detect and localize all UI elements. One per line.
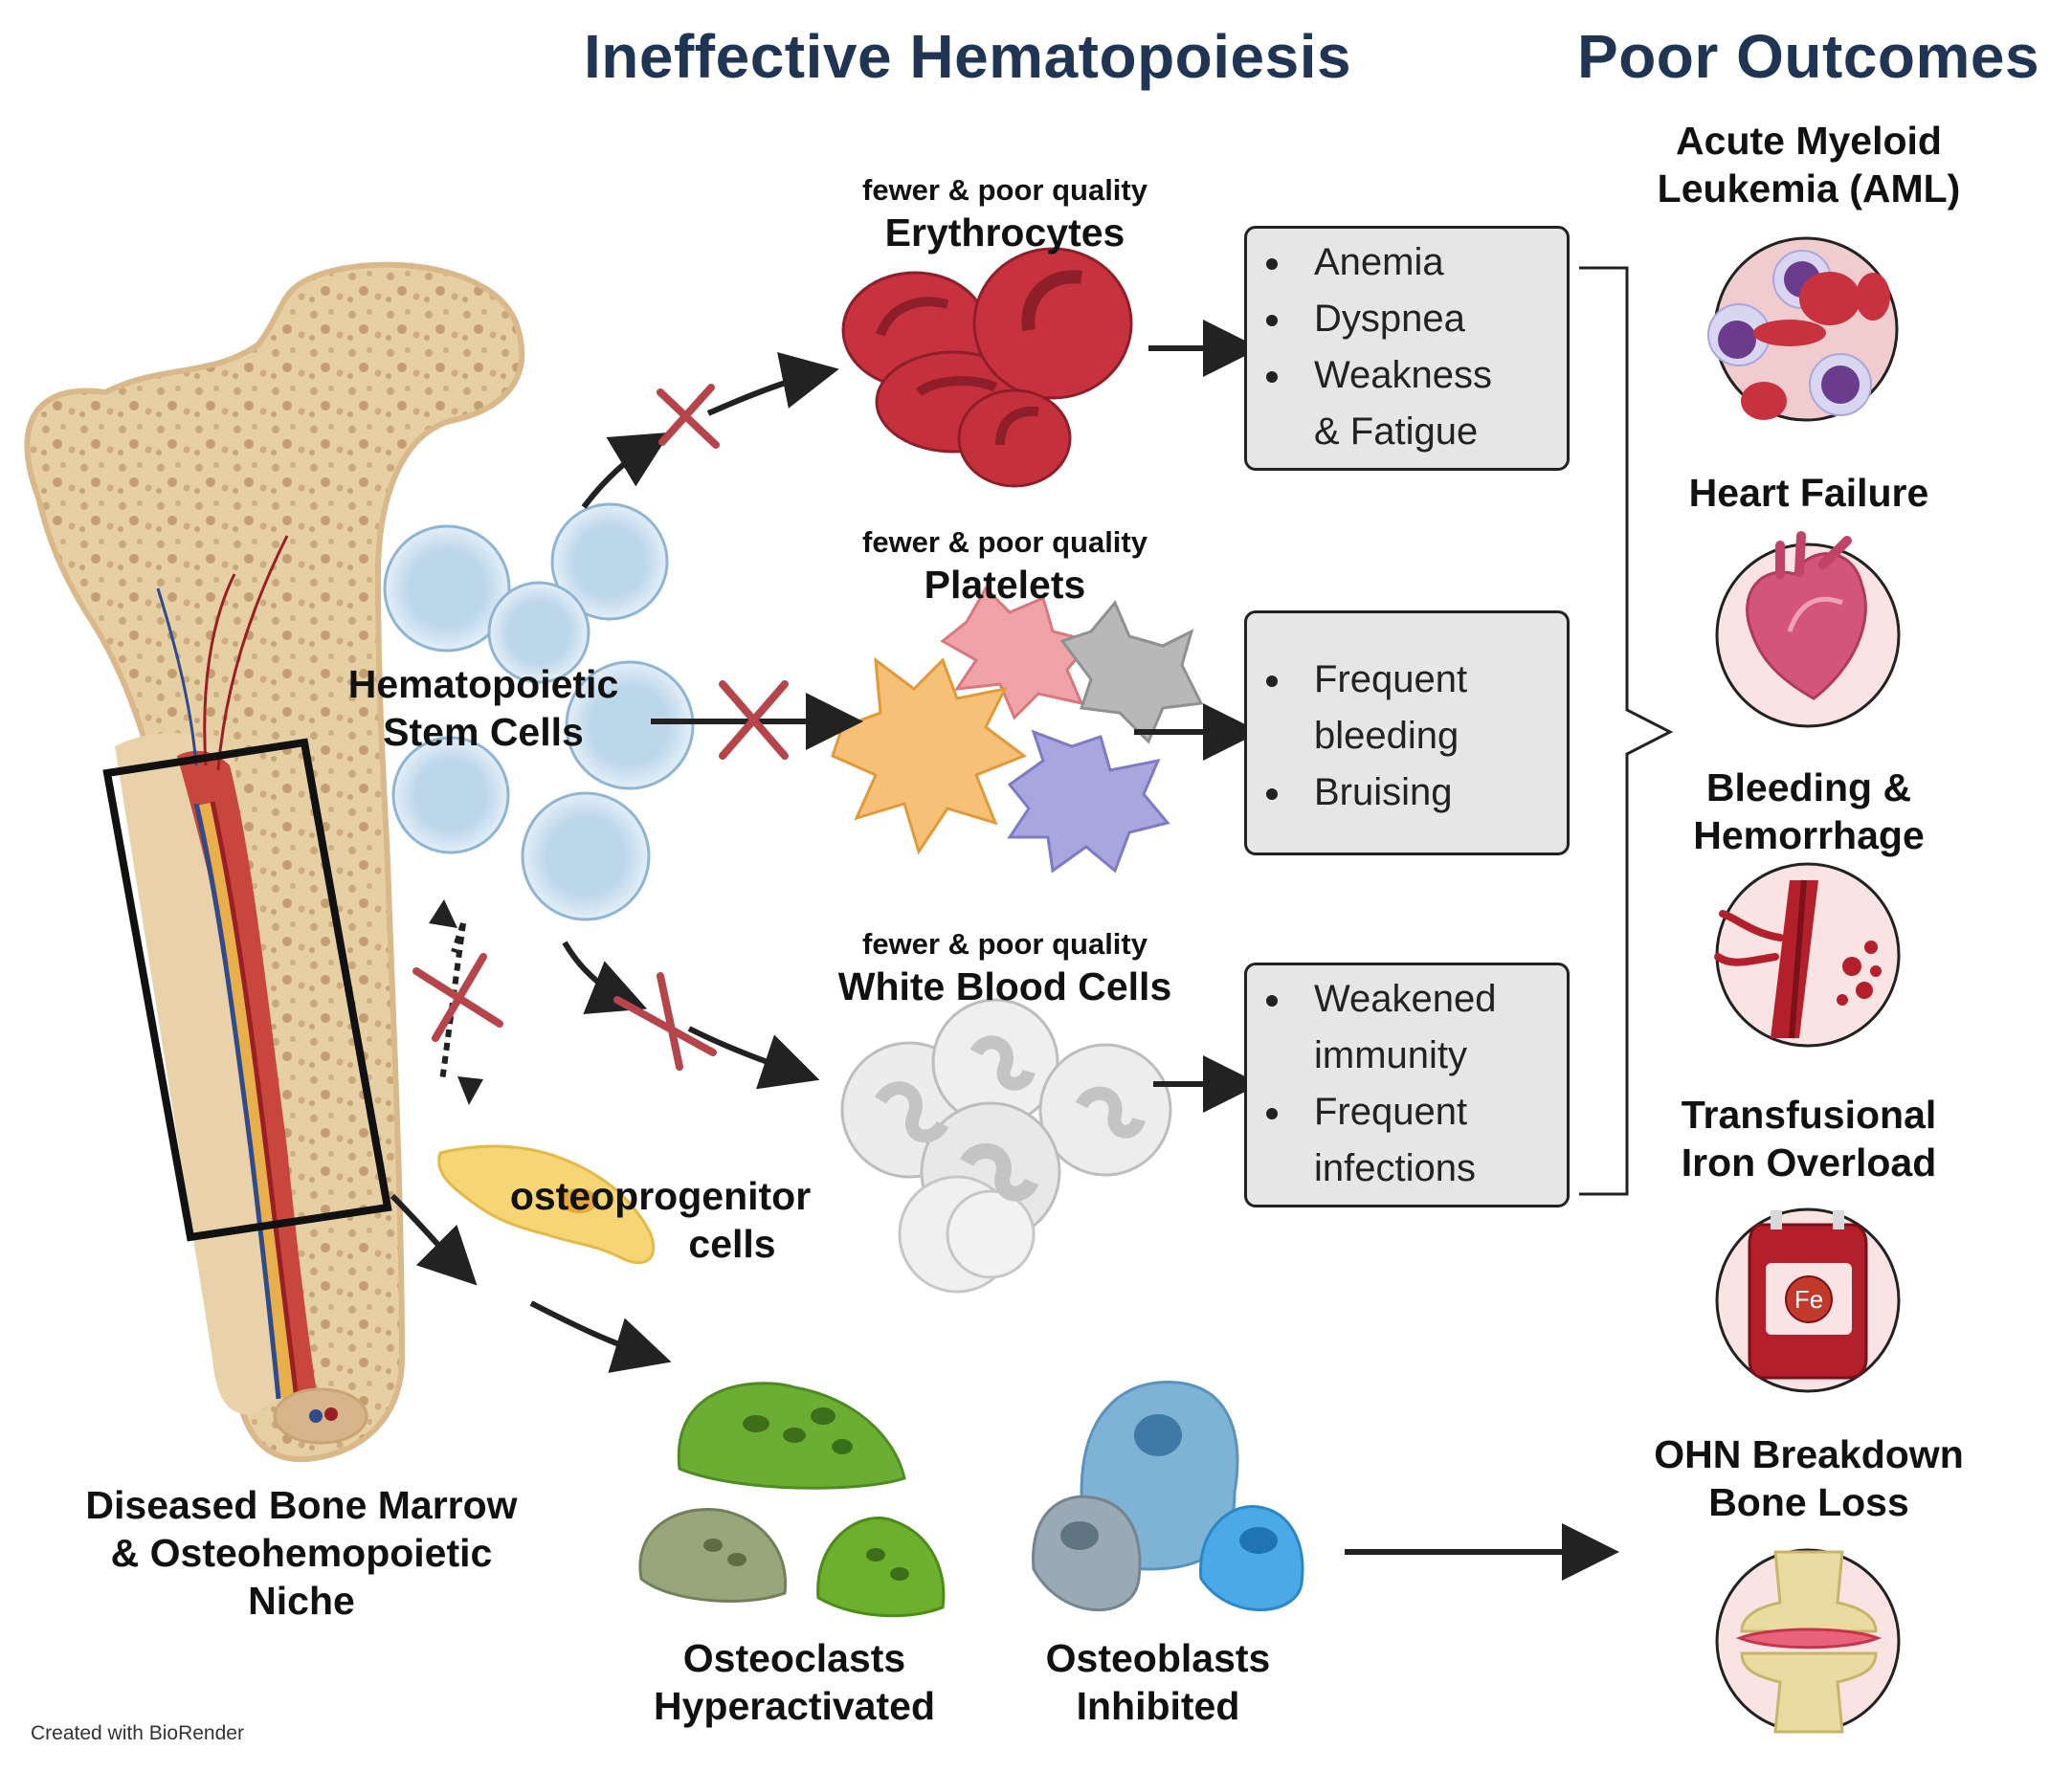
header-ineffective-hematopoiesis: Ineffective Hematopoiesis	[584, 22, 1352, 91]
bone-marrow-label: Diseased Bone Marrow & Osteohemopoietic …	[57, 1481, 546, 1625]
outcome-aml-line2: Leukemia (AML)	[1657, 166, 1961, 211]
outcome-bleeding-line2: Hemorrhage	[1693, 813, 1925, 858]
osteoprogenitor-line2: cells	[688, 1222, 776, 1267]
osteoclasts-line2: Hyperactivated	[654, 1684, 935, 1729]
symptom-dyspnea: Dyspnea	[1295, 291, 1567, 347]
erythrocytes-icon	[841, 247, 1133, 488]
credit-text: Created with BioRender	[31, 1722, 244, 1744]
platelets-name: Platelets	[924, 562, 1086, 607]
outcome-bone-loss-label: OHN Breakdown Bone Loss	[1617, 1430, 2000, 1526]
dotted-arrow-head-up	[429, 899, 457, 928]
outcome-iron-line2: Iron Overload	[1681, 1141, 1937, 1185]
osteoblasts-line2: Inhibited	[1076, 1684, 1240, 1729]
wbc-qualifier: fewer & poor quality	[862, 927, 1147, 961]
osteoprogenitor-icon	[437, 1144, 656, 1265]
outcome-aml-label: Acute Myeloid Leukemia (AML)	[1617, 117, 2000, 212]
dotted-arrow-head-down	[457, 1076, 483, 1105]
osteoprogenitor-label: osteoprogenitor cells	[498, 1172, 823, 1268]
wbc-label: fewer & poor quality White Blood Cells	[785, 926, 1225, 1010]
header-poor-outcomes: Poor Outcomes	[1577, 22, 2040, 91]
symptom-bruising: Bruising	[1295, 764, 1567, 821]
osteoclasts-line1: Osteoclasts	[682, 1636, 906, 1680]
white-blood-cells-icon	[840, 998, 1172, 1294]
bidirectional-dotted-arrow	[439, 922, 466, 1082]
blood-bag-icon	[1715, 1207, 1901, 1393]
osteoblasts-line1: Osteoblasts	[1045, 1636, 1271, 1680]
blood-smear-icon	[1707, 236, 1899, 422]
erythrocytes-qualifier: fewer & poor quality	[862, 173, 1147, 207]
outcome-iron-line1: Transfusional	[1681, 1093, 1937, 1137]
bone-marrow-line1: Diseased Bone Marrow	[85, 1483, 518, 1527]
osteoblasts-icon	[1032, 1380, 1304, 1611]
outcome-bone-line1: OHN Breakdown	[1654, 1432, 1964, 1476]
osteoblasts-label: Osteoblasts Inhibited	[1014, 1634, 1302, 1730]
platelets-label: fewer & poor quality Platelets	[804, 524, 1206, 609]
symptom-weakness-fatigue: Weakness& Fatigue	[1295, 347, 1567, 460]
bone-marrow-line2: & Osteohemopoietic	[110, 1531, 493, 1576]
outcome-iron-overload-label: Transfusional Iron Overload	[1617, 1091, 2000, 1186]
outcome-bracket	[1579, 266, 1674, 1196]
marrow-zoom-frame	[102, 738, 392, 1242]
heart-icon	[1715, 531, 1901, 728]
osteoprogenitor-line1: osteoprogenitor	[509, 1174, 812, 1218]
stem-cells-icon	[383, 502, 695, 921]
osteoclasts-icon	[638, 1382, 946, 1618]
stem-cells-label: Hematopoietic Stem Cells	[306, 660, 660, 756]
stem-cells-line2: Stem Cells	[383, 710, 584, 755]
outcome-aml-line1: Acute Myeloid	[1676, 119, 1942, 163]
osteoclasts-label: Osteoclasts Hyperactivated	[622, 1634, 967, 1730]
stem-cells-line1: Hematopoietic	[347, 662, 619, 706]
bone-marrow-line3: Niche	[248, 1579, 355, 1624]
iron-symbol: Fe	[1794, 1285, 1824, 1314]
erythrocytes-name: Erythrocytes	[884, 210, 1125, 255]
outcome-bleeding-label: Bleeding & Hemorrhage	[1617, 764, 2000, 859]
platelets-icon	[831, 586, 1204, 874]
block-cross-icons	[412, 384, 789, 1071]
rbc-symptoms-box: Anemia Dyspnea Weakness& Fatigue	[1244, 226, 1570, 471]
outcome-bone-line2: Bone Loss	[1708, 1480, 1909, 1525]
outcome-bleeding-line1: Bleeding &	[1705, 765, 1912, 809]
wbc-name: White Blood Cells	[837, 964, 1172, 1008]
symptom-anemia: Anemia	[1295, 234, 1567, 291]
femur-bone-icon	[24, 261, 525, 1463]
joint-icon	[1715, 1548, 1901, 1734]
platelets-qualifier: fewer & poor quality	[862, 525, 1147, 559]
erythrocytes-label: fewer & poor quality Erythrocytes	[804, 172, 1206, 256]
outcome-heart-failure-line1: Heart Failure	[1688, 471, 1929, 515]
outcome-heart-failure-label: Heart Failure	[1617, 469, 2000, 517]
bleeding-vessel-icon	[1714, 862, 1901, 1048]
